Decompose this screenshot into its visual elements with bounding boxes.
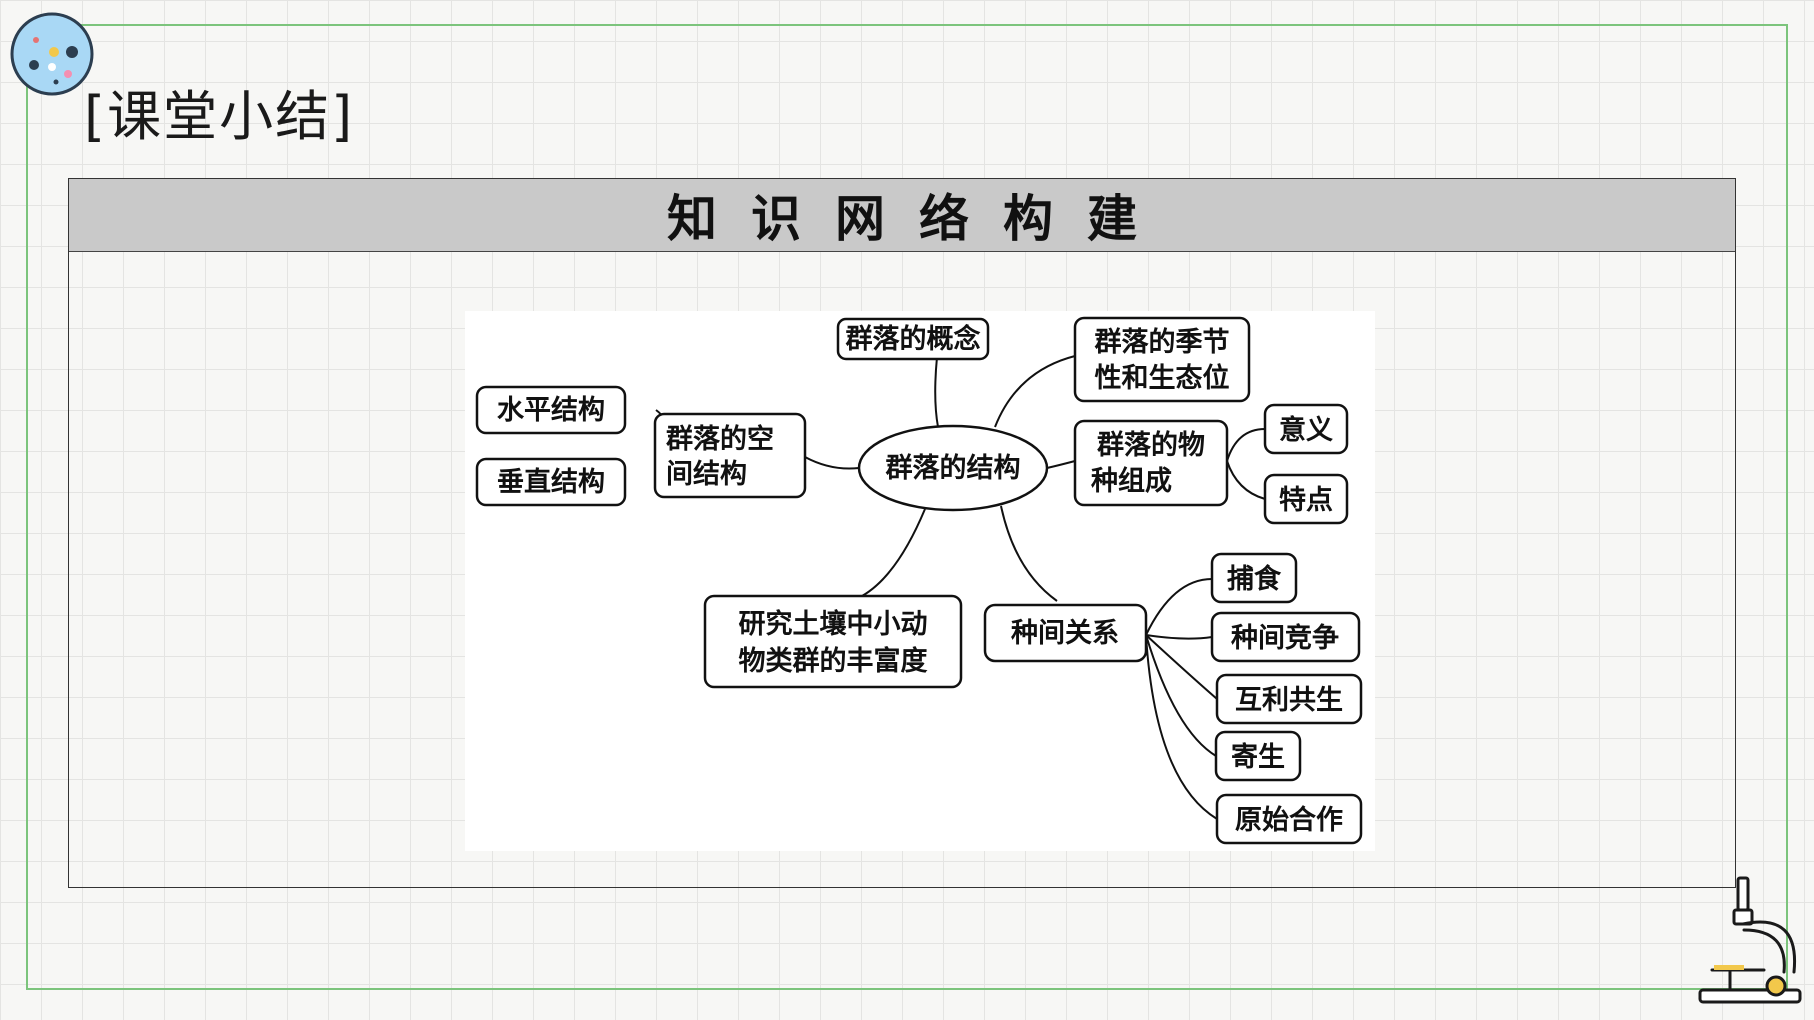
node-meaning: 意义 [1263, 403, 1349, 455]
node-interspecific-label: 种间关系 [1011, 618, 1119, 649]
edge-center-concept [934, 356, 939, 428]
node-soil-line2: 物类群的丰富度 [739, 645, 928, 677]
edge-int-parasitism [1145, 634, 1217, 757]
slide-frame [26, 24, 1788, 990]
node-spatial-line2: 间结构 [666, 459, 747, 490]
node-concept-label: 群落的概念 [846, 323, 981, 355]
edge-center-species [1046, 460, 1076, 469]
node-concept: 群落的概念 [836, 317, 990, 361]
node-seasonal: 群落的季节 性和生态位 [1073, 316, 1251, 403]
node-mutualism: 互利共生 [1215, 673, 1363, 725]
mindmap-diagram: 群落的结构 群落的概念 群落的季节 性和生态位 水平结构 垂直结构 群落的空 间… [475, 316, 1363, 845]
node-mutualism-label: 互利共生 [1235, 685, 1343, 716]
node-soil-study: 研究土壤中小动 物类群的丰富度 [703, 594, 963, 689]
node-protocooperation-label: 原始合作 [1235, 804, 1343, 836]
node-species-line2: 种组成 [1091, 465, 1172, 497]
node-interspecific: 种间关系 [983, 603, 1148, 663]
node-center-ellipse [857, 424, 1049, 512]
node-horizontal: 水平结构 [475, 385, 627, 435]
edge-center-spatial [804, 456, 860, 470]
node-parasitism: 寄生 [1214, 730, 1302, 782]
edge-center-seasonal [994, 355, 1076, 428]
panel-header: 知识网络构建 [69, 179, 1735, 252]
node-vertical-label: 垂直结构 [497, 467, 605, 498]
panel-header-text: 知识网络构建 [667, 190, 1171, 248]
knowledge-panel: 知识网络构建 [68, 178, 1736, 888]
node-features: 特点 [1263, 473, 1349, 525]
node-species-line1: 群落的物 [1097, 429, 1205, 461]
node-soil-line1: 研究土壤中小动 [739, 608, 928, 640]
decorative-circle-icon [10, 12, 94, 96]
node-competition: 种间竞争 [1210, 611, 1361, 663]
node-meaning-label: 意义 [1279, 414, 1333, 446]
edge-center-soil [861, 508, 926, 597]
node-seasonal-line1: 群落的季节 [1095, 326, 1230, 358]
node-spatial-line1: 群落的空 [666, 423, 774, 455]
slide-title: [课堂小结] [84, 85, 355, 148]
edge-int-protocooperation [1145, 634, 1218, 820]
node-center: 群落的结构 [886, 452, 1021, 484]
node-features-label: 特点 [1279, 485, 1333, 516]
microscope-icon [1698, 876, 1802, 1004]
node-parasitism-label: 寄生 [1231, 741, 1285, 773]
node-predation: 捕食 [1210, 552, 1298, 604]
edge-species-features [1226, 460, 1266, 500]
node-vertical: 垂直结构 [475, 457, 627, 507]
edge-int-predation [1145, 578, 1213, 636]
node-predation-label: 捕食 [1227, 563, 1282, 595]
node-spatial: 群落的空 间结构 [653, 412, 807, 499]
edge-center-interspecific [1000, 505, 1058, 602]
node-species: 群落的物 种组成 [1073, 419, 1229, 507]
node-seasonal-line2: 性和生态位 [1095, 362, 1230, 394]
node-horizontal-label: 水平结构 [497, 395, 605, 426]
edge-int-competition [1145, 634, 1213, 640]
node-protocooperation: 原始合作 [1215, 793, 1363, 845]
node-competition-label: 种间竞争 [1231, 622, 1339, 654]
edge-species-meaning [1226, 428, 1266, 462]
edge-int-mutualism [1145, 634, 1218, 700]
